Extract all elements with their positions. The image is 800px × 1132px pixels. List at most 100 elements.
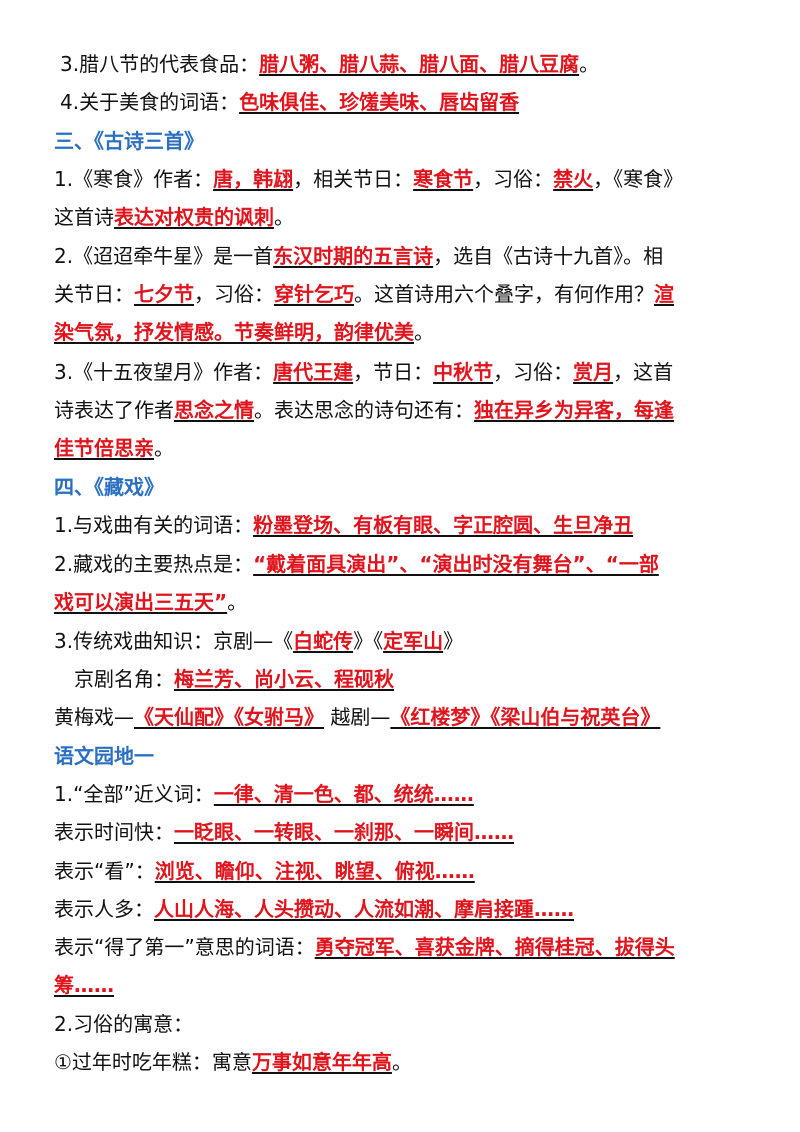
answer-text: 《红楼梦》《梁山伯与祝英台》 [390, 705, 661, 729]
body-text: ，习俗： [473, 167, 554, 191]
text-line: 2.藏戏的主要热点是：“戴着面具演出”、“演出时没有舞台”、“一部 [54, 552, 754, 576]
text-line: 2.《迢迢牵牛星》是一首东汉时期的五言诗，选自《古诗十九首》。相 [54, 244, 754, 268]
body-text: 关节日： [54, 282, 134, 306]
text-line: 表示时间快：一眨眼、一转眼、一刹那、一瞬间…… [54, 820, 754, 844]
answer-text: 唐代王建 [273, 360, 354, 384]
answer-text: 赏月 [573, 360, 614, 384]
body-text: 。 [579, 52, 600, 76]
text-line: 语文园地一 [54, 744, 754, 768]
text-line: 筹…… [54, 973, 754, 997]
body-text: 。 [414, 320, 434, 344]
body-text: 表示“看”： [54, 859, 155, 883]
answer-text: 染气氛，抒发情感。节奏鲜明，韵律优美 [54, 320, 414, 344]
answer-text: 色味俱佳、珍馐美味、唇齿留香 [239, 90, 520, 114]
body-text: 。这首诗用六个叠字，有何作用？ [354, 282, 654, 306]
body-text: 表示人多： [54, 897, 154, 921]
body-text: 4.关于美食的词语： [60, 90, 240, 114]
answer-text: 戏可以演出三五天” [54, 590, 228, 614]
text-line: 3.腊八节的代表食品：腊八粥、腊八蒜、腊八面、腊八豆腐。 [60, 52, 760, 76]
text-line: 戏可以演出三五天”。 [54, 590, 754, 614]
text-line: 关节日：七夕节，习俗：穿针乞巧。这首诗用六个叠字，有何作用？渲 [54, 282, 754, 306]
body-text: ，这首 [613, 360, 674, 384]
answer-text: 勇夺冠军、喜获金牌、摘得桂冠、拔得头 [314, 935, 675, 959]
answer-text: 思念之情 [174, 398, 254, 422]
text-line: 染气氛，抒发情感。节奏鲜明，韵律优美。 [54, 320, 754, 344]
answer-text: “戴着面具演出”、“演出时没有舞台”、“一部 [253, 552, 659, 576]
body-text: 》 [443, 629, 464, 653]
text-line: 黄梅戏—《天仙配》《女驸马》 越剧—《红楼梦》《梁山伯与祝英台》 [54, 705, 754, 729]
text-line: ①过年时吃年糕：寓意万事如意年年高。 [54, 1050, 754, 1074]
answer-text: 《天仙配》《女驸马》 [134, 705, 324, 729]
body-text: 。 [274, 205, 294, 229]
body-text: 诗表达了作者 [54, 398, 174, 422]
answer-text: 定军山 [383, 629, 444, 653]
answer-text: 粉墨登场、有板有眼、字正腔圆、生旦净丑 [253, 513, 634, 537]
text-line: 三、《古诗三首》 [54, 129, 754, 153]
text-line: 4.关于美食的词语：色味俱佳、珍馐美味、唇齿留香 [60, 90, 760, 114]
body-text: 。 [227, 590, 248, 614]
answer-text: 一眨眼、一转眼、一刹那、一瞬间…… [174, 820, 514, 844]
body-text: 这首诗 [54, 205, 114, 229]
body-text: ，选自《古诗十九首》。相 [433, 244, 664, 268]
section-heading: 四、《藏戏》 [54, 475, 164, 499]
body-text: 2.藏戏的主要热点是： [54, 552, 254, 576]
text-line: 这首诗表达对权贵的讽刺。 [54, 205, 754, 229]
body-text: 。 [391, 1050, 412, 1074]
answer-text: 穿针乞巧 [274, 282, 354, 306]
body-text: 2.《迢迢牵牛星》是一首 [54, 244, 274, 268]
answer-text: 筹…… [54, 973, 114, 997]
answer-text: 唐，韩翃 [213, 167, 294, 191]
body-text: 1.与戏曲有关的词语： [54, 513, 254, 537]
answer-text: 浏览、瞻仰、注视、眺望、俯视…… [154, 859, 475, 883]
text-line: 佳节倍思亲。 [54, 436, 754, 460]
text-line: 2.习俗的寓意： [54, 1012, 754, 1036]
body-text: ①过年时吃年糕：寓意 [54, 1050, 252, 1074]
body-text: ，习俗： [194, 282, 274, 306]
body-text: 》《 [353, 629, 384, 653]
section-heading: 语文园地一 [54, 744, 154, 768]
answer-text: 腊八粥、腊八蒜、腊八面、腊八豆腐 [259, 52, 580, 76]
body-text: 。 [154, 436, 174, 460]
answer-text: 中秋节 [433, 360, 494, 384]
answer-text: 白蛇传 [293, 629, 354, 653]
answer-text: 七夕节 [134, 282, 194, 306]
body-text: 3.腊八节的代表食品： [60, 52, 260, 76]
answer-text: 东汉时期的五言诗 [273, 244, 434, 268]
answer-text: 万事如意年年高 [251, 1050, 392, 1074]
text-line: 1.“全部”近义词：一律、清一色、都、统统…… [54, 782, 754, 806]
body-text: ，相关节日： [293, 167, 414, 191]
body-text: 越剧— [324, 705, 391, 729]
answer-text: 独在异乡为异客，每逢 [474, 398, 674, 422]
answer-text: 表达对权贵的讽刺 [114, 205, 274, 229]
answer-text: 寒食节 [413, 167, 474, 191]
body-text: 1.“全部”近义词： [54, 782, 214, 806]
answer-text: 梅兰芳、尚小云、程砚秋 [174, 667, 394, 691]
text-line: 1.《寒食》作者：唐，韩翃，相关节日：寒食节，习俗：禁火，《寒食》 [54, 167, 754, 191]
text-line: 表示人多：人山人海、人头攒动、人流如潮、摩肩接踵…… [54, 897, 754, 921]
text-line: 四、《藏戏》 [54, 475, 754, 499]
body-text: 。表达思念的诗句还有： [254, 398, 474, 422]
text-line: 表示“得了第一”意思的词语：勇夺冠军、喜获金牌、摘得桂冠、拔得头 [54, 935, 754, 959]
body-text: ，《寒食》 [593, 167, 684, 191]
answer-text: 禁火 [553, 167, 594, 191]
text-line: 1.与戏曲有关的词语：粉墨登场、有板有眼、字正腔圆、生旦净丑 [54, 513, 754, 537]
body-text: ，习俗： [493, 360, 574, 384]
answer-text: 佳节倍思亲 [54, 436, 154, 460]
body-text: 3.传统戏曲知识：京剧—《 [54, 629, 294, 653]
text-line: 3.《十五夜望月》作者：唐代王建，节日：中秋节，习俗：赏月，这首 [54, 360, 754, 384]
body-text: 表示时间快： [54, 820, 174, 844]
body-text: 黄梅戏— [54, 705, 134, 729]
body-text: ，节日： [353, 360, 434, 384]
body-text: 3.《十五夜望月》作者： [54, 360, 274, 384]
body-text: 表示“得了第一”意思的词语： [54, 935, 315, 959]
answer-text: 人山人海、人头攒动、人流如潮、摩肩接踵…… [154, 897, 574, 921]
body-text: 2.习俗的寓意： [54, 1012, 194, 1036]
text-line: 表示“看”：浏览、瞻仰、注视、眺望、俯视…… [54, 859, 754, 883]
answer-text: 一律、清一色、都、统统…… [213, 782, 474, 806]
body-text: 京剧名角： [74, 667, 174, 691]
section-heading: 三、《古诗三首》 [54, 129, 204, 153]
text-line: 京剧名角：梅兰芳、尚小云、程砚秋 [74, 667, 774, 691]
text-line: 诗表达了作者思念之情。表达思念的诗句还有：独在异乡为异客，每逢 [54, 398, 754, 422]
body-text: 1.《寒食》作者： [54, 167, 214, 191]
